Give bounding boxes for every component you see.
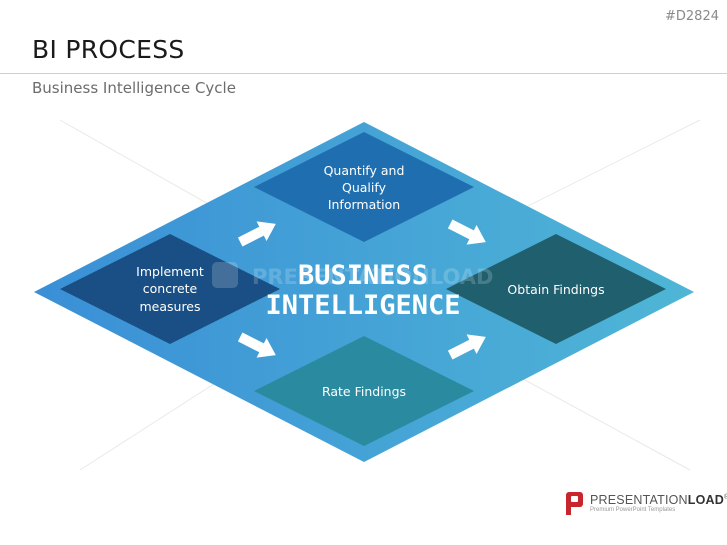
node-left-label-3: measures xyxy=(139,299,200,314)
slide-code: #D2824 xyxy=(665,9,719,24)
node-left xyxy=(60,234,280,344)
center-label-line2: INTELLIGENCE xyxy=(265,290,460,321)
brand-name: PRESENTATIONLOAD® xyxy=(590,493,727,507)
page-title: BI PROCESS xyxy=(32,35,185,64)
node-left-label-1: Implement xyxy=(136,264,204,279)
node-bottom xyxy=(254,336,474,446)
node-top-label-3: Information xyxy=(328,197,400,212)
arrow-up-right-icon xyxy=(447,334,486,360)
center-label-line1: BUSINESS xyxy=(298,260,428,291)
arrow-down-right-icon xyxy=(447,219,486,245)
node-bottom-label: Rate Findings xyxy=(322,384,406,399)
brand-mark: ® xyxy=(724,493,727,501)
header-divider xyxy=(0,73,727,74)
watermark-text: PRESENTATIONLOAD xyxy=(252,265,493,289)
brand-name-light: PRESENTATION xyxy=(590,493,688,507)
node-top xyxy=(254,132,474,242)
node-top-label-2: Qualify xyxy=(342,180,387,195)
outer-diamond xyxy=(34,122,694,462)
brand-logo-icon xyxy=(566,492,583,515)
arrow-down-right-icon xyxy=(237,332,276,358)
presentationload-logo: PRESENTATIONLOAD® Premium PowerPoint Tem… xyxy=(566,492,727,520)
node-right-label: Obtain Findings xyxy=(507,282,604,297)
node-top-label-1: Quantify and xyxy=(324,163,405,178)
watermark: PRESENTATIONLOAD xyxy=(212,262,493,289)
watermark-logo-icon xyxy=(212,262,238,288)
brand-tagline: Premium PowerPoint Templates xyxy=(590,507,676,513)
node-right xyxy=(446,234,666,344)
page-subtitle: Business Intelligence Cycle xyxy=(32,79,236,97)
arrow-up-right-icon xyxy=(237,221,276,247)
brand-name-bold: LOAD xyxy=(687,493,724,507)
node-left-label-2: concrete xyxy=(143,281,198,296)
